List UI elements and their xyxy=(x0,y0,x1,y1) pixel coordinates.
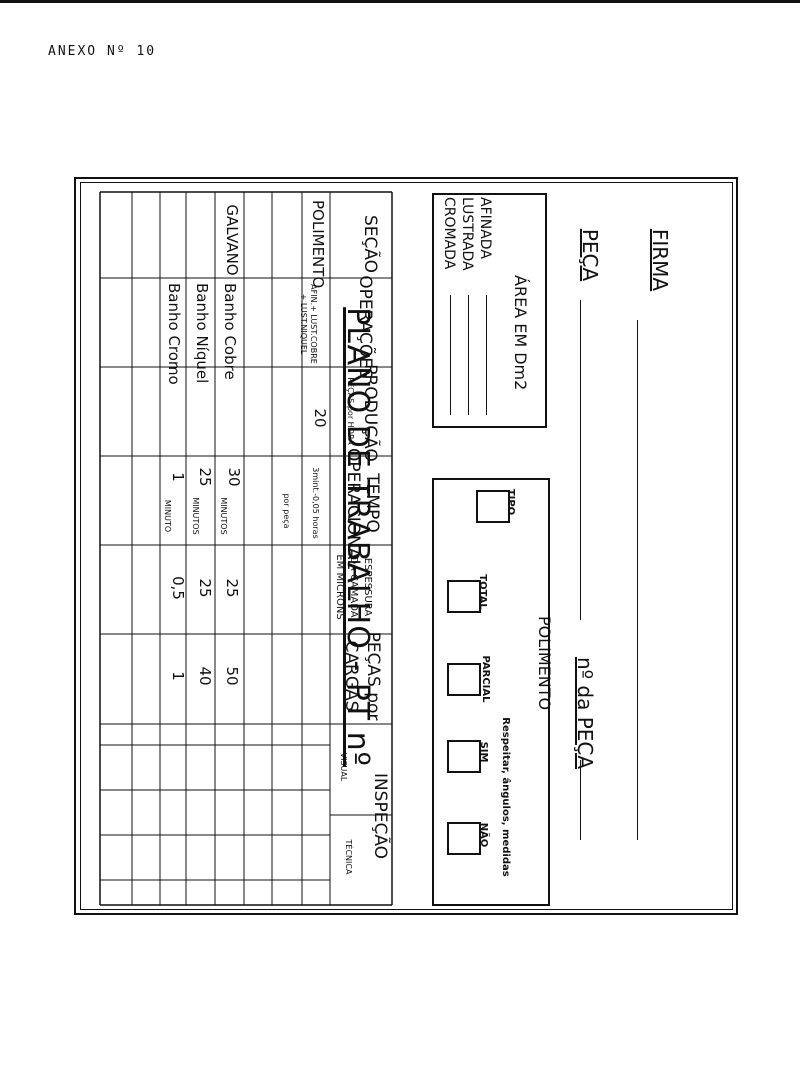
area-box xyxy=(432,193,547,428)
row-cromo-oper: Banho Cromo xyxy=(165,283,183,385)
hdr-operacional: OPERACIONAL xyxy=(343,448,363,569)
row-polimento-oper-2: + LUST.NIQUEL xyxy=(299,293,308,355)
nao-checkbox[interactable] xyxy=(447,822,481,855)
hdr-tecnica: TÉCNICA xyxy=(344,839,353,875)
annex-label: ANEXO Nº 10 xyxy=(48,44,157,59)
row-cromo-cargas: 1 xyxy=(169,671,187,681)
row-niquel-espessura: 25 xyxy=(196,578,214,598)
row-cobre-oper: Banho Cobre xyxy=(221,283,239,380)
row-galvano-secao: GALVANO xyxy=(223,204,241,276)
row-cobre-espessura: 25 xyxy=(223,578,241,598)
area-line-afinada xyxy=(486,295,487,415)
peca-line xyxy=(580,300,581,620)
top-rule xyxy=(0,0,800,3)
row-niquel-tempo-unit: MINUTOS xyxy=(191,497,200,535)
row-polimento-tempo-2: por peça xyxy=(282,493,291,529)
hdr-visual: VISUAL xyxy=(339,752,348,782)
row-polimento-producao: 20 xyxy=(311,408,329,428)
hdr-cargas: CARGAS xyxy=(341,640,361,712)
row-niquel-oper: Banho Níquel xyxy=(193,283,211,384)
row-cobre-tempo-unit: MINUTOS xyxy=(219,497,228,535)
firma-line xyxy=(637,320,638,840)
hdr-espessura-3: EM MICRONS xyxy=(334,554,345,620)
hdr-espessura-1: ESPESSURA xyxy=(362,557,373,617)
hdr-tempo: TEMPO xyxy=(362,473,382,533)
nro-peca-line xyxy=(580,760,581,840)
total-checkbox[interactable] xyxy=(447,580,481,613)
hdr-pecas-por: PEÇAS por xyxy=(363,631,383,721)
parcial-checkbox[interactable] xyxy=(447,663,481,696)
sim-checkbox[interactable] xyxy=(447,740,481,773)
row-polimento-secao: POLIMENTO xyxy=(309,200,327,289)
row-niquel-cargas: 40 xyxy=(196,666,214,686)
hdr-inspecao: INSPEÇÃO xyxy=(370,772,390,860)
polimento-box xyxy=(432,478,550,906)
row-polimento-tempo-1: 3mint.-0,05 horas xyxy=(311,467,320,539)
row-cromo-espessura: 0,5 xyxy=(169,576,187,600)
row-cromo-tempo-unit: MINUTO xyxy=(163,499,172,533)
hdr-espessura-2: DA CAMADA xyxy=(348,556,359,618)
hdr-producao-sub: PEÇAS por HORA xyxy=(346,377,355,445)
form-frame xyxy=(74,177,738,915)
row-cobre-cargas: 50 xyxy=(223,666,241,686)
area-line-cromada xyxy=(450,295,451,415)
tipo-checkbox[interactable] xyxy=(476,490,510,523)
area-line-lustrada xyxy=(468,295,469,415)
